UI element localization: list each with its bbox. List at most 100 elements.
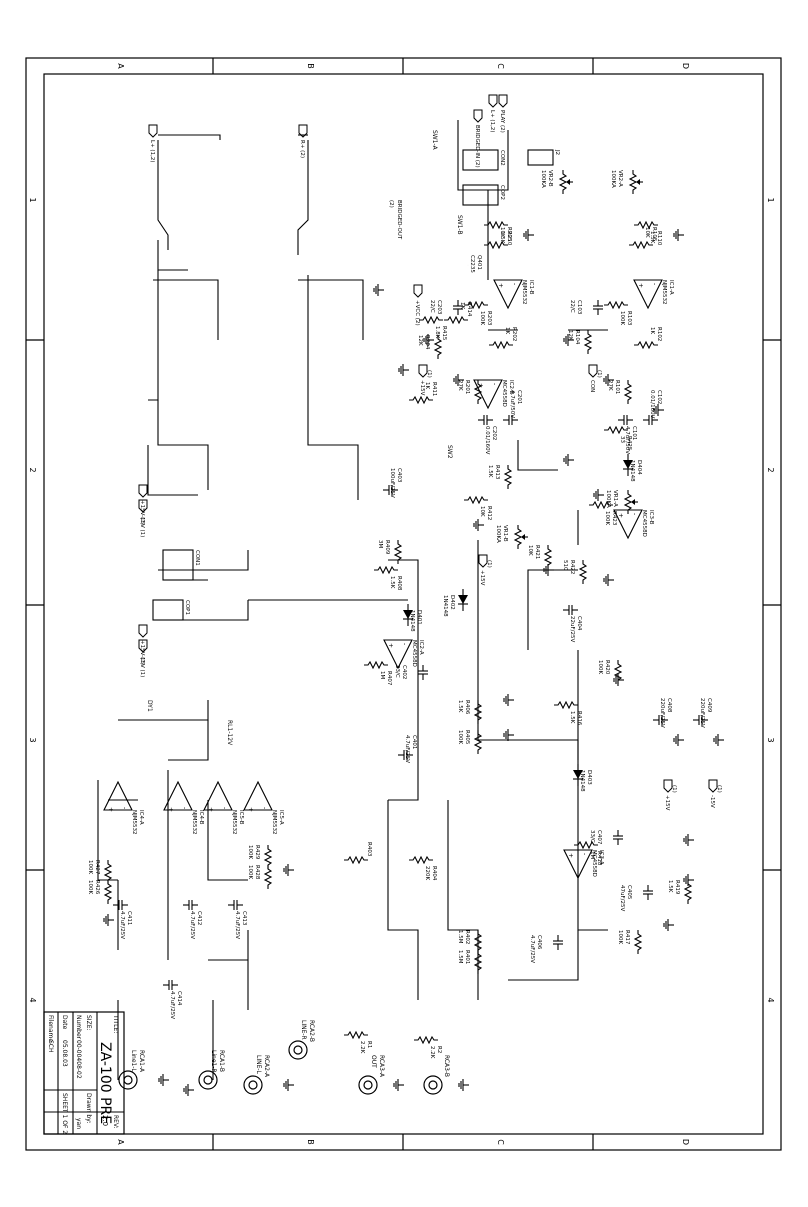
resistor-r1: R12.2K [344,1030,372,1054]
resistor-value: 1.5K [649,231,655,244]
ground-icon [453,374,464,386]
schematic-title: ZA-100 PRE [97,1042,113,1124]
diode-value: 1N4148 [579,770,585,792]
capacitor-value: 22/C [429,300,435,313]
opamp-minus: - [581,853,588,855]
port-label: BRIDGED-IN (2) [474,125,480,168]
drawn-label: Drawn by: [85,1093,92,1123]
ground-icon [543,564,554,576]
capacitor-ref: C413 [241,911,247,926]
connector-ref: CON1 [194,550,200,566]
pot-ref: VR2-A [617,170,623,187]
pot-value: 100KA [610,170,616,188]
border-row-label: C [496,63,505,69]
connector-cop1: COP1 [152,599,190,621]
capacitor-ref: C401 [411,735,417,749]
ground-icon [683,874,694,886]
rca-ref: RCA3-A [378,1055,385,1078]
pot-value: 100KA [605,490,611,508]
resistor-ref: R403 [366,842,372,857]
port-plus15-bottom: +15V [663,779,673,811]
resistor-ref: R2 [436,1046,442,1053]
resistor-value: 100K [457,730,463,744]
capacitor-value: 22/C [569,300,575,313]
resistor-value: 1.5K [569,711,575,724]
resistor-value: 1.5K [389,576,395,589]
opamp-part: NJM5532 [661,280,667,304]
opamp-minus: - [261,807,268,809]
pot-ref: VR2-B [547,170,553,187]
resistor-ref: R418 [596,851,602,866]
opamp-plus: + [617,513,624,518]
opamp-minus: - [511,283,518,285]
ground-icon [103,914,114,926]
resistor-value: 1.5M [457,950,463,964]
resistor-r2: R22.2K [414,1035,442,1059]
ground-icon [398,364,409,376]
rca-name: Line1-R [210,1050,217,1073]
opamp-part: NJM5532 [231,810,237,834]
border-col-label: 2 [766,467,775,472]
date-value: 05.08.03 [61,1040,68,1067]
port-sheet-ref: (1) [716,785,722,793]
capacitor-value: 220uF/25V [659,698,665,728]
date-label: Date [61,1015,68,1030]
capacitor-ref: C412 [196,911,202,925]
ground-icon [613,674,624,686]
resistor-value: 1.5K [499,231,505,244]
resistor-value: 33 [619,436,625,443]
ground-icon [158,1074,169,1086]
border-row-label: C [496,1139,505,1145]
capacitor-ref: C101 [631,426,637,440]
opamp-part: NJM5532 [191,810,197,834]
resistor-ref: R428 [254,865,260,880]
opamp-plus: + [567,853,574,858]
resistor-value: 2.2K [429,1046,435,1059]
port-plus15-r412: +15V [478,554,488,586]
resistor-value: 100K [479,311,485,325]
resistor-ref: R423 [611,511,617,526]
resistor-ref: R421 [534,545,540,559]
resistor-ref: R411 [431,382,437,396]
resistor-ref: R416 [576,711,582,726]
connector-con2: CON2 [462,149,505,171]
resistor-ref: R426 [94,880,100,895]
rca-jack: RCA3-B [423,1055,450,1095]
connector-ref: COP2 [499,185,505,200]
ground-icon [423,334,434,346]
resistor-ref: R408 [396,576,402,591]
resistor-ref: R427 [94,860,100,875]
resistor-value: 1.5M [457,930,463,944]
border-col-label: 4 [766,997,775,1002]
opamp-minus: - [121,807,128,809]
resistor-value: 10K [527,545,533,556]
ground-icon [523,229,534,241]
resistor-ref: R406 [464,700,470,715]
port-con-sheet: (1) [596,370,602,378]
ground-icon [283,1079,294,1091]
pot-ref: VR1-B [502,525,508,542]
port-bridged-in: BRIDGED-IN (2) [473,109,483,168]
port-con: CON [588,364,598,392]
border-row-label: D [681,63,690,69]
